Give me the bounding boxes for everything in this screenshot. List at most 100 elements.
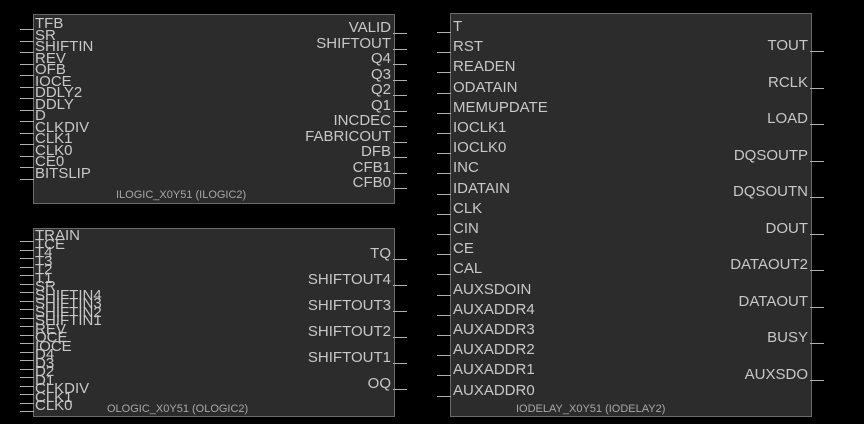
pin-label: IOCE: [35, 72, 72, 90]
pin-label: IOCE: [35, 337, 72, 355]
pin-label: SHIFTIN3: [35, 295, 102, 312]
pin-label: CFB0: [352, 174, 391, 191]
pin-wire: [810, 197, 824, 198]
pin-label: CAL: [453, 260, 483, 278]
pin-wire: [393, 311, 407, 312]
pin-wire: [393, 389, 407, 390]
pin-label: IOCLK1: [453, 119, 507, 136]
pin-label: REV: [35, 49, 66, 67]
pin-label: T2: [35, 261, 53, 278]
pin-label: CIN: [453, 220, 479, 237]
pin-wire: [810, 343, 824, 344]
pin-label: CLK0: [35, 397, 73, 414]
pin-wire: [437, 193, 451, 195]
pin-wire: [20, 317, 34, 319]
pin-label: SHIFTOUT4: [307, 271, 391, 288]
pin-label: LOAD: [767, 110, 808, 127]
pin-label: ODATAIN: [453, 78, 518, 96]
pin-label: INCDEC: [333, 112, 391, 129]
pin-label: VALID: [348, 19, 391, 36]
pin-label: TQ: [370, 245, 391, 262]
pin-wire: [437, 32, 451, 33]
pin-wire: [437, 395, 451, 397]
pin-label: SHIFTIN4: [35, 286, 102, 304]
pin-wire: [810, 379, 824, 381]
pin-label: AUXSDOIN: [453, 280, 532, 298]
pin-wire: [20, 351, 34, 353]
pin-label: IDATAIN: [453, 179, 510, 197]
pin-label: AUXSDO: [744, 365, 808, 383]
pin-label: TRAIN: [35, 227, 80, 244]
pin-wire: [437, 254, 451, 256]
pin-label: DOUT: [765, 219, 809, 237]
pin-label: AUXADDR4: [453, 300, 535, 318]
pin-wire: [20, 249, 34, 251]
pin-label: T4: [35, 244, 53, 261]
pin-wire: [20, 411, 34, 412]
pin-label: CFB1: [352, 158, 391, 176]
pin-wire: [437, 355, 451, 357]
pin-label: Q4: [370, 50, 391, 67]
pin-label: FABRICOUT: [305, 127, 391, 145]
pin-wire: [20, 334, 34, 336]
pin-label: SHIFTOUT1: [307, 349, 391, 366]
pin-wire: [437, 112, 451, 114]
pin-wire: [393, 33, 407, 34]
pin-label: SHIFTIN2: [35, 303, 102, 321]
pin-wire: [437, 213, 451, 215]
pin-label: D3: [35, 354, 55, 372]
pin-label: Q3: [370, 65, 391, 83]
pin-wire: [810, 87, 824, 89]
pin-wire: [393, 259, 407, 260]
pin-wire: [810, 270, 824, 271]
pin-label: SHIFTIN: [35, 38, 94, 55]
pin-wire: [393, 48, 407, 50]
pin-label: SHIFTOUT2: [307, 323, 391, 340]
pin-wire: [20, 360, 34, 361]
pin-wire: [810, 124, 824, 125]
pin-wire: [20, 52, 34, 53]
pin-label: AUXADDR2: [453, 341, 535, 359]
pin-wire: [20, 385, 34, 387]
pin-wire: [437, 294, 451, 296]
ologic-block[interactable]: OLOGIC_X0Y51 (OLOGIC2): [33, 228, 395, 417]
pin-label: CLK1: [35, 130, 73, 147]
pin-wire: [437, 234, 451, 235]
pin-label: CLKDIV: [35, 380, 90, 397]
pin-label: AUXADDR0: [453, 381, 535, 399]
pin-label: DATAOUT: [738, 292, 808, 310]
pin-wire: [20, 258, 34, 259]
pin-wire: [20, 326, 34, 327]
pin-wire: [393, 188, 407, 189]
pin-wire: [437, 173, 451, 175]
pin-wire: [810, 51, 824, 52]
pin-label: RST: [453, 38, 483, 56]
pin-wire: [20, 266, 34, 268]
pin-wire: [437, 52, 451, 54]
pin-label: DDLY2: [35, 84, 83, 101]
pin-wire: [437, 92, 451, 94]
pin-label: D1: [35, 371, 55, 389]
pin-label: D2: [35, 363, 55, 380]
pin-label: DQSOUTN: [733, 183, 808, 200]
pin-label: OFB: [35, 61, 66, 78]
pin-label: T: [453, 18, 463, 35]
pin-label: SR: [35, 26, 56, 44]
ilogic-block[interactable]: ILOGIC_X0Y51 (ILOGIC2): [33, 14, 395, 204]
pin-wire: [20, 300, 34, 302]
ologic-caption: OLOGIC_X0Y51 (OLOGIC2): [107, 403, 249, 415]
pin-wire: [20, 63, 34, 65]
pin-wire: [810, 160, 824, 162]
pin-wire: [393, 110, 407, 112]
pin-wire: [393, 363, 407, 364]
pin-wire: [20, 75, 34, 76]
pin-wire: [20, 167, 34, 168]
pin-label: T3: [35, 252, 53, 270]
pin-label: READEN: [453, 58, 516, 76]
pin-wire: [393, 126, 407, 127]
pin-label: DFB: [361, 143, 391, 160]
pin-label: DDLY: [35, 95, 74, 113]
pin-wire: [437, 335, 451, 336]
iodelay-block[interactable]: IODELAY_X0Y51 (IODELAY2): [450, 13, 812, 417]
pin-wire: [393, 64, 407, 65]
